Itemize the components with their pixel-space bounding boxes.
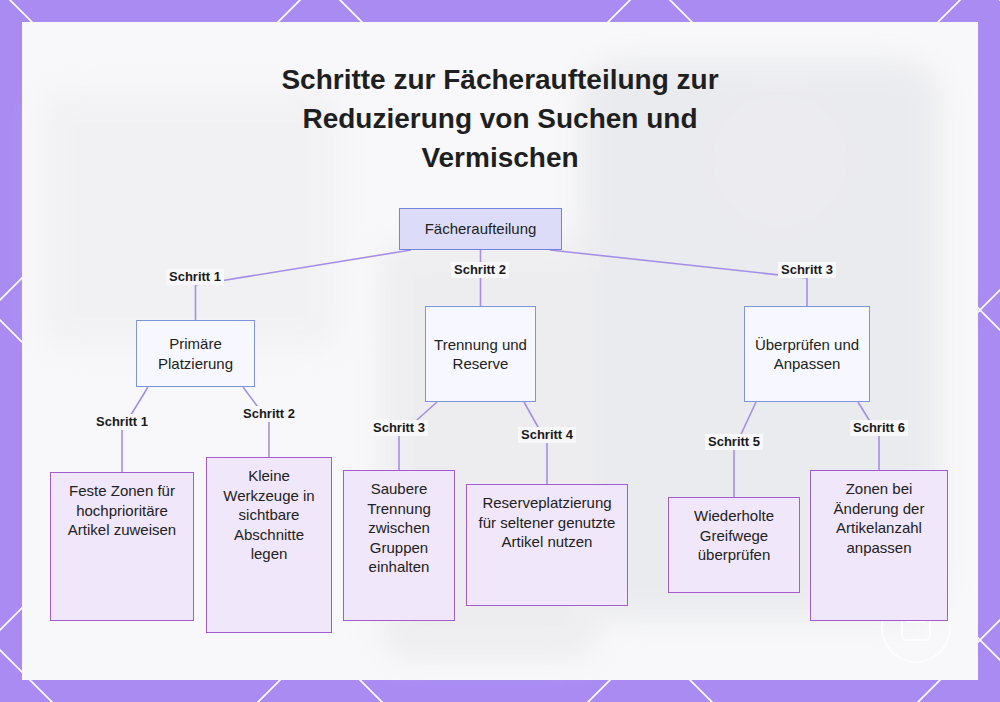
title-text: Schritte zur Fächeraufteilung zur Reduzi…: [281, 64, 718, 173]
node-text: Trennung und Reserve: [434, 335, 527, 374]
diagram-title: Schritte zur Fächeraufteilung zur Reduzi…: [220, 60, 780, 177]
step-box: Feste Zonen für hochprioritäre Artikel z…: [50, 472, 194, 621]
node-text: Primäre Platzierung: [145, 334, 246, 373]
connector-line: [524, 402, 547, 484]
group-box: Überprüfen und Anpassen: [744, 306, 870, 402]
connector-line: [399, 402, 437, 470]
step-label: Schritt 5: [705, 434, 763, 450]
step-box: Saubere Trennung zwischen Gruppen einhal…: [343, 470, 455, 621]
step-box: Zonen bei Änderung der Artikelanzahl anp…: [810, 470, 948, 621]
step-label: Schritt 1: [166, 269, 224, 285]
node-text: Kleine Werkzeuge in sichtbare Abschnitte…: [217, 466, 321, 564]
connector-line: [858, 402, 879, 470]
step-label: Schritt 3: [778, 262, 836, 278]
step-label: Schritt 2: [451, 262, 509, 278]
step-label: Schritt 6: [850, 420, 908, 436]
connector-line: [196, 250, 412, 320]
node-text: Überprüfen und Anpassen: [753, 335, 861, 374]
group-box: Trennung und Reserve: [425, 306, 536, 402]
root-box: Fächeraufteilung: [399, 208, 562, 250]
connector-line: [550, 250, 807, 306]
node-text: Fächeraufteilung: [425, 219, 537, 239]
node-text: Zonen bei Änderung der Artikelanzahl anp…: [821, 479, 937, 557]
node-text: Wiederholte Greifwege überprüfen: [679, 506, 789, 565]
node-text: Reserveplatzierung für seltener genutzte…: [477, 493, 617, 552]
group-box: Primäre Platzierung: [136, 320, 255, 387]
connector-line: [243, 387, 269, 457]
blurred-photo: [40, 60, 940, 660]
step-box: Wiederholte Greifwege überprüfen: [668, 497, 800, 593]
step-box: Kleine Werkzeuge in sichtbare Abschnitte…: [206, 457, 332, 633]
step-box: Reserveplatzierung für seltener genutzte…: [466, 484, 628, 606]
step-label: Schritt 1: [93, 414, 151, 430]
step-label: Schritt 4: [518, 427, 576, 443]
node-text: Feste Zonen für hochprioritäre Artikel z…: [61, 481, 183, 540]
step-label: Schritt 3: [370, 420, 428, 436]
panel: [22, 22, 978, 680]
step-label: Schritt 2: [240, 406, 298, 422]
node-text: Saubere Trennung zwischen Gruppen einhal…: [354, 479, 444, 577]
connector-line: [480, 250, 482, 306]
